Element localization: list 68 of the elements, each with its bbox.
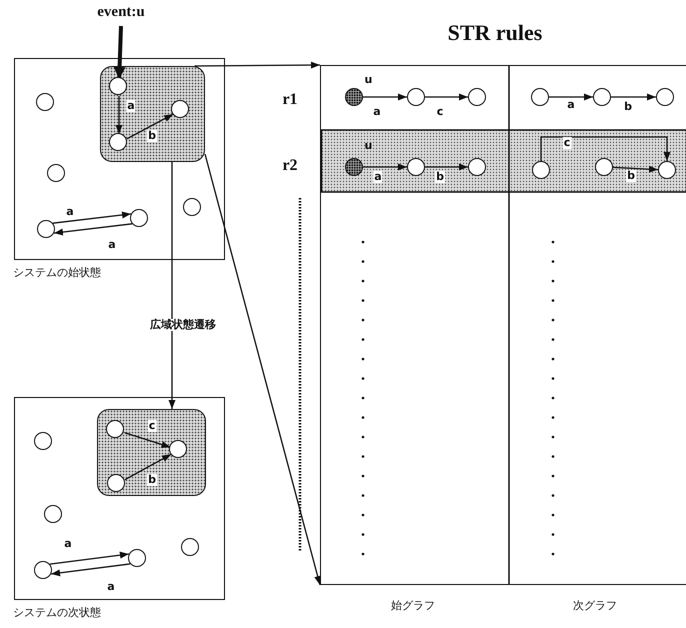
edge-label: b — [147, 130, 157, 142]
state-circle — [44, 504, 62, 522]
column-label: 始グラフ — [390, 600, 436, 612]
state-circle — [36, 92, 54, 110]
event-label: event:u — [88, 4, 154, 24]
arrow — [51, 563, 130, 576]
table-title: STR rules — [446, 20, 544, 46]
state-circle — [130, 208, 148, 226]
state-caption: システムの次状態 — [13, 605, 101, 620]
edge-label: c — [148, 420, 156, 432]
edge-label: a — [65, 206, 75, 218]
event-name: u — [364, 140, 372, 152]
state-circle — [106, 420, 124, 438]
arrow — [612, 166, 658, 173]
event-name: u — [364, 74, 372, 86]
edge-label: b — [435, 171, 445, 183]
arrow — [363, 164, 407, 170]
state-circle — [36, 220, 54, 238]
arrow — [540, 136, 670, 161]
arrow — [194, 62, 320, 69]
edge-label: a — [373, 171, 383, 183]
edge-label: a — [126, 100, 136, 112]
arrow — [124, 454, 172, 480]
state-circle — [109, 77, 127, 95]
state-caption: システムの始状態 — [13, 265, 101, 280]
state-circle — [592, 88, 610, 106]
state-circle — [530, 88, 548, 106]
arrow — [425, 94, 468, 100]
edge-label: b — [626, 170, 636, 182]
state-circle — [656, 88, 674, 106]
edge-label: a — [566, 99, 576, 111]
arrow — [611, 94, 656, 100]
edge-label: 広域状態遷移 — [149, 319, 217, 331]
edge-label: c — [436, 106, 444, 118]
edge-label: a — [106, 581, 116, 593]
edge-label: b — [623, 101, 633, 113]
state-circle — [171, 100, 189, 118]
edge-label: b — [147, 474, 157, 486]
state-circle — [406, 88, 424, 106]
edge-label: a — [107, 239, 117, 251]
state-circle — [128, 548, 146, 566]
arrow — [116, 96, 122, 134]
state-circle — [34, 432, 52, 450]
arrow — [52, 211, 132, 224]
state-circle — [109, 133, 127, 151]
edge-label: a — [63, 538, 73, 550]
arrow — [126, 114, 174, 140]
arrow — [425, 164, 468, 170]
state-circle — [169, 440, 187, 458]
state-circle — [46, 164, 64, 182]
arrow — [363, 94, 407, 100]
state-circle — [468, 88, 486, 106]
arrow — [54, 223, 132, 236]
column-label: 次グラフ — [572, 600, 618, 612]
edge-label: a — [372, 106, 382, 118]
arrow — [114, 26, 126, 79]
edge-label: c — [562, 137, 572, 149]
shaded-region — [100, 66, 204, 162]
arrow — [204, 154, 322, 586]
arrow — [168, 162, 176, 409]
state-circle — [180, 538, 198, 556]
state-circle — [182, 198, 200, 216]
shaded-region — [96, 408, 206, 496]
arrow — [50, 552, 129, 565]
state-circle — [107, 474, 125, 492]
arrow — [549, 94, 593, 100]
arrow — [124, 432, 171, 448]
state-circle — [34, 560, 52, 578]
